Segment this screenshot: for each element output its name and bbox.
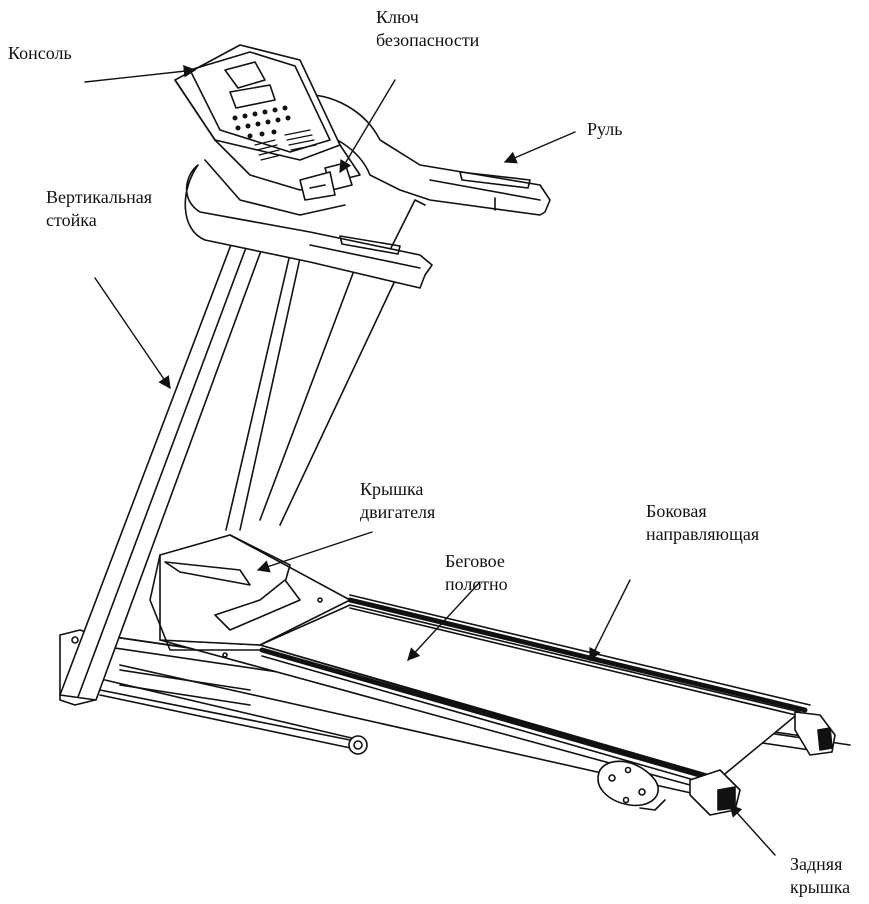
label-console: Консоль xyxy=(8,43,72,63)
label-safety-key: Ключ безопасности xyxy=(376,7,480,50)
arrow-console xyxy=(84,64,197,83)
motor-cover-shape xyxy=(149,534,351,658)
label-handlebar: Руль xyxy=(587,119,623,139)
arrow-safety-key xyxy=(339,79,396,174)
label-motor-cover: Крышка двигателя xyxy=(360,479,436,522)
arrow-rear-cover xyxy=(729,804,776,856)
label-running-belt: Беговое полотно xyxy=(445,551,508,594)
arrow-upright xyxy=(94,277,171,390)
side-plate xyxy=(597,760,666,811)
rear-end-caps xyxy=(689,711,836,816)
console-keys xyxy=(232,105,291,139)
arrow-handlebar xyxy=(503,131,576,164)
running-deck xyxy=(119,594,811,796)
label-rear-cover: Задняя крышка xyxy=(790,854,851,897)
safety-key xyxy=(299,162,353,201)
arrow-side-rail xyxy=(589,579,631,662)
console xyxy=(174,44,361,216)
upright-posts xyxy=(59,199,426,701)
arrow-motor-cover xyxy=(256,531,373,573)
console-speaker-grille xyxy=(254,129,317,161)
label-side-rail: Боковая направляющая xyxy=(646,501,760,544)
handlebar xyxy=(184,93,551,289)
label-upright: Вертикальная стойка xyxy=(46,187,152,230)
callout-arrows xyxy=(84,64,776,856)
arrow-running-belt xyxy=(407,581,481,661)
